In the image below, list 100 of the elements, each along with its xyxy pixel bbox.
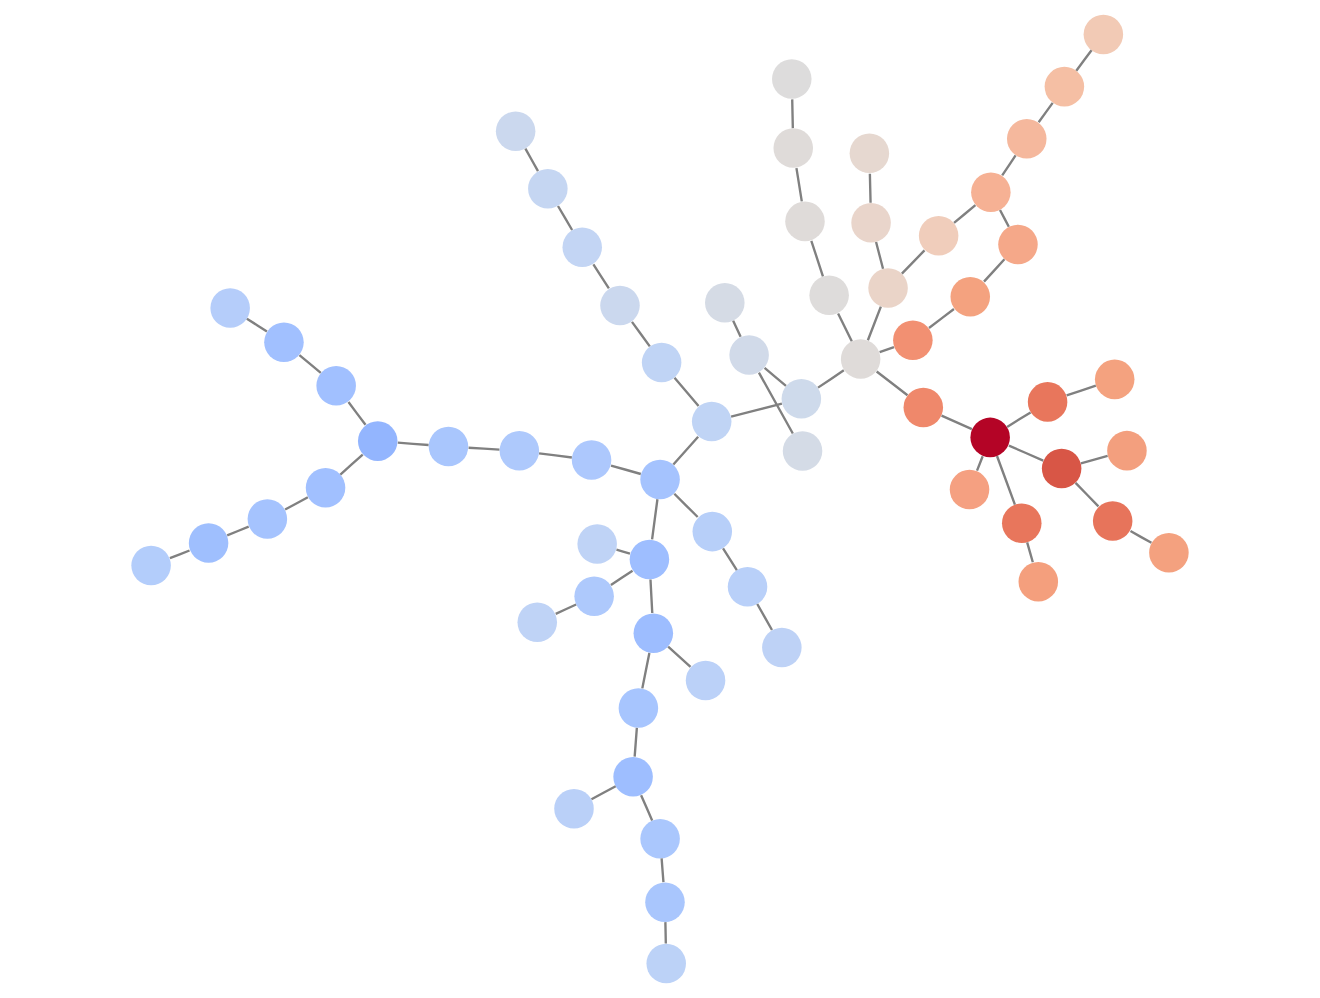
- connector: [817, 369, 845, 389]
- node-circle: [517, 602, 558, 643]
- connector: [1080, 454, 1108, 465]
- connector: [1075, 49, 1093, 72]
- connector: [633, 727, 639, 757]
- node-circle: [571, 440, 612, 480]
- node-circle: [1041, 448, 1082, 489]
- connector: [664, 922, 667, 944]
- connector: [592, 263, 610, 289]
- node-circle: [1018, 561, 1059, 602]
- connector: [763, 367, 787, 387]
- connector: [722, 547, 738, 571]
- node-circle: [577, 524, 617, 564]
- node-circle: [729, 335, 769, 375]
- node-circle: [640, 459, 680, 500]
- node-circle: [499, 431, 540, 471]
- node-circle: [600, 285, 640, 326]
- connector: [1129, 530, 1152, 544]
- connector: [868, 173, 872, 203]
- node-circle: [554, 788, 594, 829]
- node-circle: [428, 426, 469, 467]
- connector: [928, 308, 955, 329]
- connector: [673, 492, 699, 518]
- connector: [641, 652, 651, 689]
- node-circle: [851, 203, 891, 243]
- connector: [983, 258, 1006, 283]
- connector: [673, 376, 700, 407]
- connector: [557, 205, 574, 231]
- node-circle: [1107, 430, 1147, 471]
- connector: [226, 525, 250, 537]
- node-circle: [893, 320, 933, 360]
- node-circle: [316, 365, 356, 406]
- connector: [810, 240, 825, 277]
- connector: [660, 858, 665, 883]
- connector: [791, 99, 794, 129]
- connector: [837, 312, 853, 342]
- node-circle: [1092, 501, 1133, 541]
- node-circle: [574, 576, 614, 617]
- connector: [610, 569, 634, 587]
- node-circle: [264, 322, 304, 362]
- node-circle: [971, 172, 1011, 212]
- node-circle: [773, 128, 814, 168]
- connector: [1026, 542, 1034, 563]
- node-circle: [868, 268, 908, 308]
- node-circle: [782, 431, 823, 471]
- node-circle: [210, 288, 250, 328]
- connector: [649, 579, 654, 614]
- node-circle: [131, 545, 171, 586]
- node-circle: [727, 567, 768, 607]
- node-circle: [645, 882, 685, 922]
- connector: [590, 785, 617, 801]
- connector: [941, 414, 973, 431]
- connector: [998, 209, 1010, 228]
- connector: [169, 549, 190, 560]
- connector: [879, 345, 895, 354]
- node-circle: [1044, 66, 1085, 107]
- node-circle: [357, 421, 398, 461]
- connector: [468, 446, 500, 451]
- connector: [640, 794, 654, 821]
- connector: [347, 401, 367, 426]
- node-circle: [785, 201, 825, 242]
- node-circle: [762, 627, 802, 668]
- node-circle: [247, 499, 288, 539]
- node-circle: [629, 539, 670, 580]
- node-circle: [1027, 382, 1068, 422]
- node-circle: [188, 523, 229, 563]
- node-circle: [691, 401, 732, 442]
- connector: [732, 320, 742, 338]
- connector: [1066, 384, 1097, 397]
- node-circle: [641, 342, 682, 383]
- node-circle: [1149, 532, 1189, 573]
- connector: [555, 603, 577, 615]
- node-circle: [633, 613, 674, 653]
- node-circle: [1094, 359, 1135, 400]
- node-circle: [970, 417, 1010, 458]
- node-circle: [640, 818, 680, 859]
- connector: [672, 435, 700, 466]
- node-circle: [998, 224, 1038, 265]
- connector: [975, 455, 984, 472]
- connector: [616, 548, 631, 555]
- node-circle: [949, 469, 990, 510]
- node-circle: [1007, 119, 1047, 159]
- node-circle: [772, 59, 812, 99]
- node-circle: [1002, 503, 1042, 543]
- node-circle: [903, 387, 944, 428]
- connector: [730, 402, 783, 418]
- connector: [756, 603, 773, 631]
- connector: [901, 249, 926, 275]
- connector: [298, 354, 322, 374]
- connector: [538, 452, 572, 459]
- node-circle: [840, 339, 881, 379]
- node-circle: [705, 282, 745, 323]
- node-circle: [618, 688, 659, 728]
- connector: [284, 496, 309, 511]
- connector: [995, 455, 1017, 505]
- node-circle: [950, 276, 990, 317]
- node-circle: [918, 216, 959, 256]
- node-circle: [495, 111, 536, 152]
- connector: [631, 321, 651, 348]
- connector: [1008, 444, 1044, 462]
